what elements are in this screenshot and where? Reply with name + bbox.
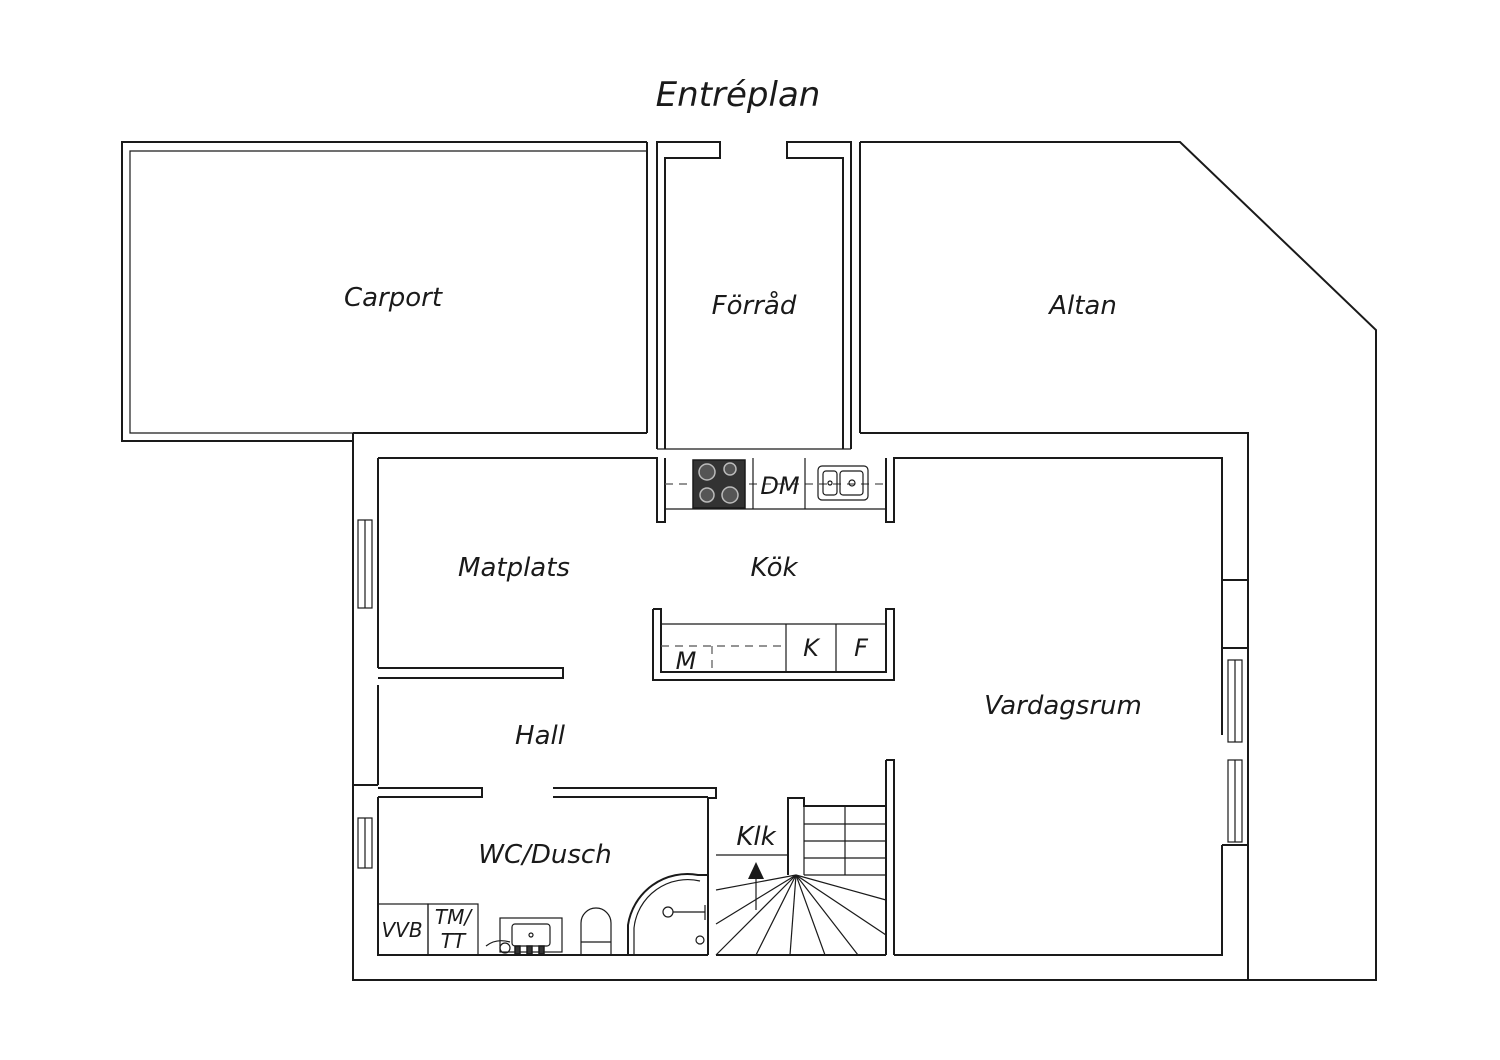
- washer-label: TM/: [435, 905, 473, 929]
- room-label-kok: Kök: [750, 553, 798, 583]
- dishwasher-label: DM: [760, 472, 799, 500]
- shower-icon: [627, 873, 709, 955]
- room-label-vardagsrum: Vardagsrum: [984, 691, 1142, 721]
- room-label-carport: Carport: [344, 283, 443, 313]
- bathroom-fixtures: [377, 873, 709, 956]
- plan-title: Entréplan: [656, 75, 821, 115]
- water-heater-label: VVB: [381, 918, 422, 942]
- room-label-wc-dusch: WC/Dusch: [478, 840, 611, 870]
- deck-area: [859, 141, 1377, 981]
- room-label-matplats: Matplats: [458, 553, 570, 583]
- room-label-altan: Altan: [1047, 291, 1117, 321]
- fridge-label: K: [803, 634, 821, 662]
- toilet-icon: [580, 907, 612, 955]
- room-label-hall: Hall: [515, 721, 566, 751]
- room-label-forrad: Förråd: [712, 290, 797, 321]
- kitchen-sink-icon: [817, 465, 869, 501]
- kitchen-island: [652, 608, 895, 681]
- stair-up-arrow-icon: [748, 862, 764, 879]
- kitchen-counter-top: [665, 458, 886, 510]
- dryer-label: TT: [441, 929, 467, 953]
- storage-room-walls: [656, 141, 852, 450]
- carport-area: [121, 141, 648, 442]
- staircase: [715, 797, 887, 956]
- microwave-label: M: [676, 647, 697, 675]
- room-label-klk: Klk: [736, 822, 776, 852]
- freezer-label: F: [854, 634, 869, 662]
